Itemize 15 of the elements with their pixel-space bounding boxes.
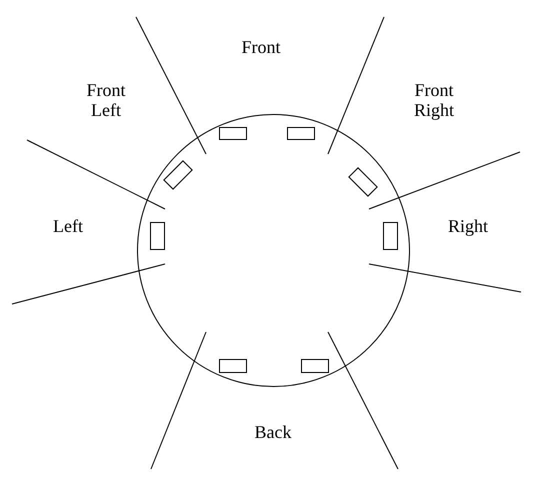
sensor-box — [219, 127, 247, 140]
region-label: Front Left — [85, 80, 126, 120]
sensor-box — [383, 222, 398, 250]
region-label: Back — [254, 422, 292, 442]
region-label: Front — [242, 37, 280, 57]
sensor-box — [348, 167, 378, 197]
sensor-box — [301, 359, 329, 373]
sensor-box — [150, 222, 165, 250]
region-label: Left — [53, 216, 83, 236]
body-circle — [137, 114, 410, 387]
sensor-box — [163, 160, 193, 190]
region-label: Right — [448, 216, 488, 236]
sensor-box — [287, 127, 315, 140]
sensor-box — [219, 359, 247, 373]
region-label: Front Right — [412, 80, 455, 120]
